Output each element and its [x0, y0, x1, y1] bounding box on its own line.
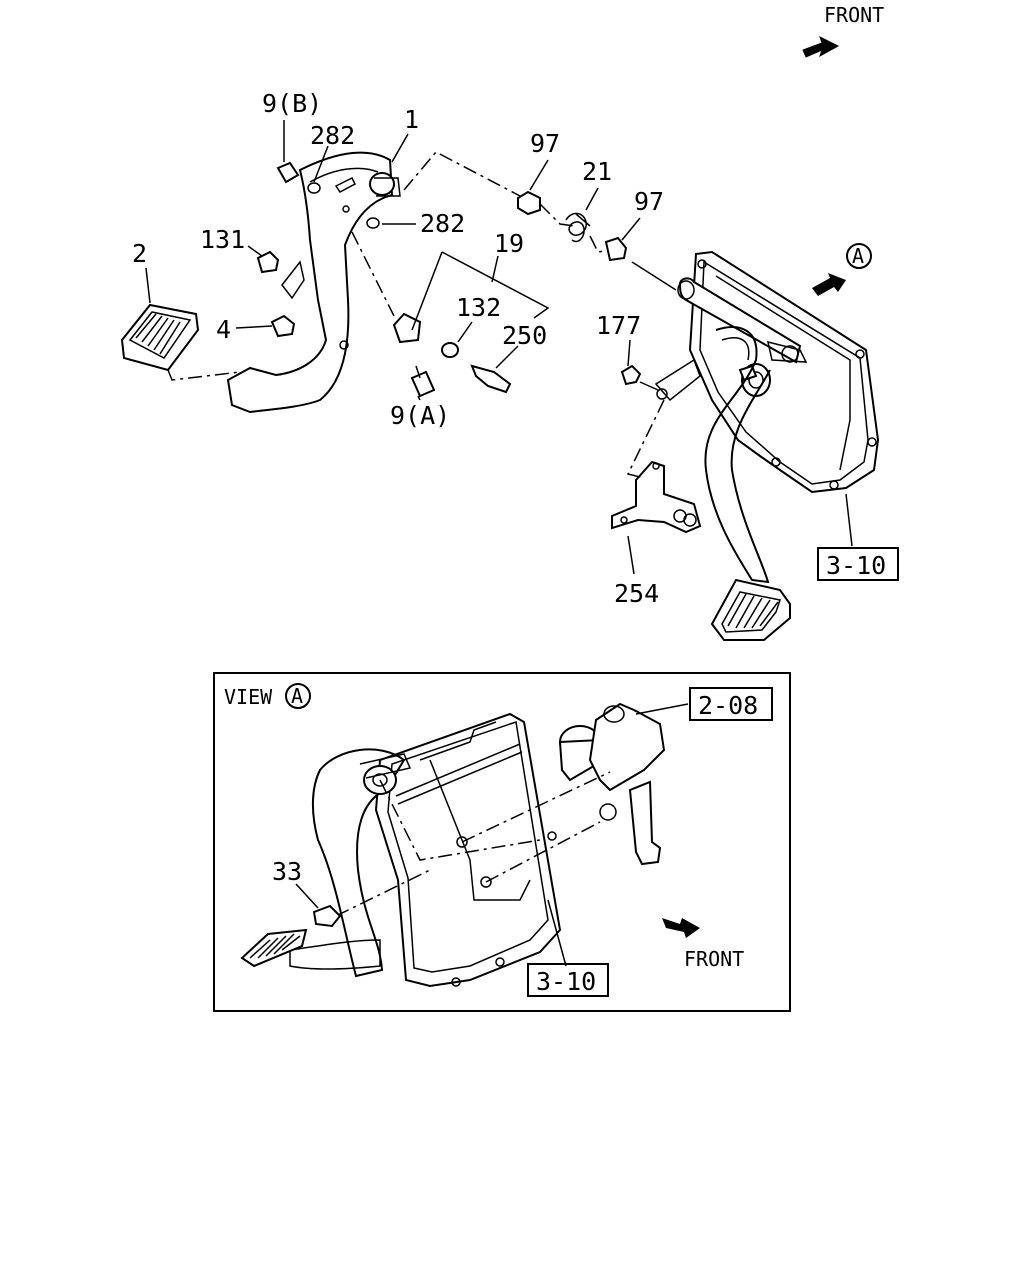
callout-4: 4	[216, 315, 231, 344]
svg-text:3-10: 3-10	[536, 967, 596, 996]
callout-282-top: 282	[310, 121, 355, 150]
callout-labels: 9(B) 282 1 282 131 2 4 97 21 97 19 132 2…	[132, 89, 664, 608]
small-parts-left	[256, 161, 512, 398]
callout-33: 33	[272, 857, 302, 886]
front-label-top: FRONT	[824, 3, 884, 27]
brake-pedal-assembly	[620, 250, 880, 641]
front-arrow-icon	[802, 36, 840, 58]
callout-131: 131	[200, 225, 245, 254]
callout-97-right: 97	[634, 187, 664, 216]
svg-text:2-08: 2-08	[698, 691, 758, 720]
callout-97-left: 97	[530, 129, 560, 158]
clutch-pedal-arm	[120, 151, 401, 414]
leader-3-10-top	[845, 493, 853, 547]
front-direction-top: FRONT	[802, 3, 884, 58]
svg-text:3-10: 3-10	[826, 551, 886, 580]
callout-250: 250	[502, 321, 547, 350]
front-arrow-view-icon	[662, 918, 700, 938]
callout-19: 19	[494, 229, 524, 258]
callout-21: 21	[582, 157, 612, 186]
view-a-panel: VIEW A	[213, 672, 791, 1012]
callout-254: 254	[614, 579, 659, 608]
callout-2: 2	[132, 239, 147, 268]
svg-text:A: A	[852, 244, 864, 268]
callout-282-mid: 282	[420, 209, 465, 238]
callout-9b: 9(B)	[262, 89, 322, 118]
front-label-view: FRONT	[684, 947, 744, 971]
ref-box-3-10-top: 3-10	[817, 547, 899, 581]
leader-lines-left	[145, 120, 611, 401]
callout-1: 1	[404, 105, 419, 134]
view-a-marker: A	[812, 243, 872, 296]
callout-132: 132	[456, 293, 501, 322]
callout-9a: 9(A)	[390, 401, 450, 430]
view-title: VIEW	[224, 685, 273, 709]
ref-box-2-08: 2-08	[689, 687, 773, 721]
ref-box-3-10-view: 3-10	[527, 963, 609, 997]
callout-177: 177	[596, 311, 641, 340]
view-title-marker: A	[291, 684, 303, 708]
view-arrow-icon	[812, 273, 846, 296]
spring-and-bushings	[517, 159, 677, 291]
bracket-254	[611, 339, 702, 575]
